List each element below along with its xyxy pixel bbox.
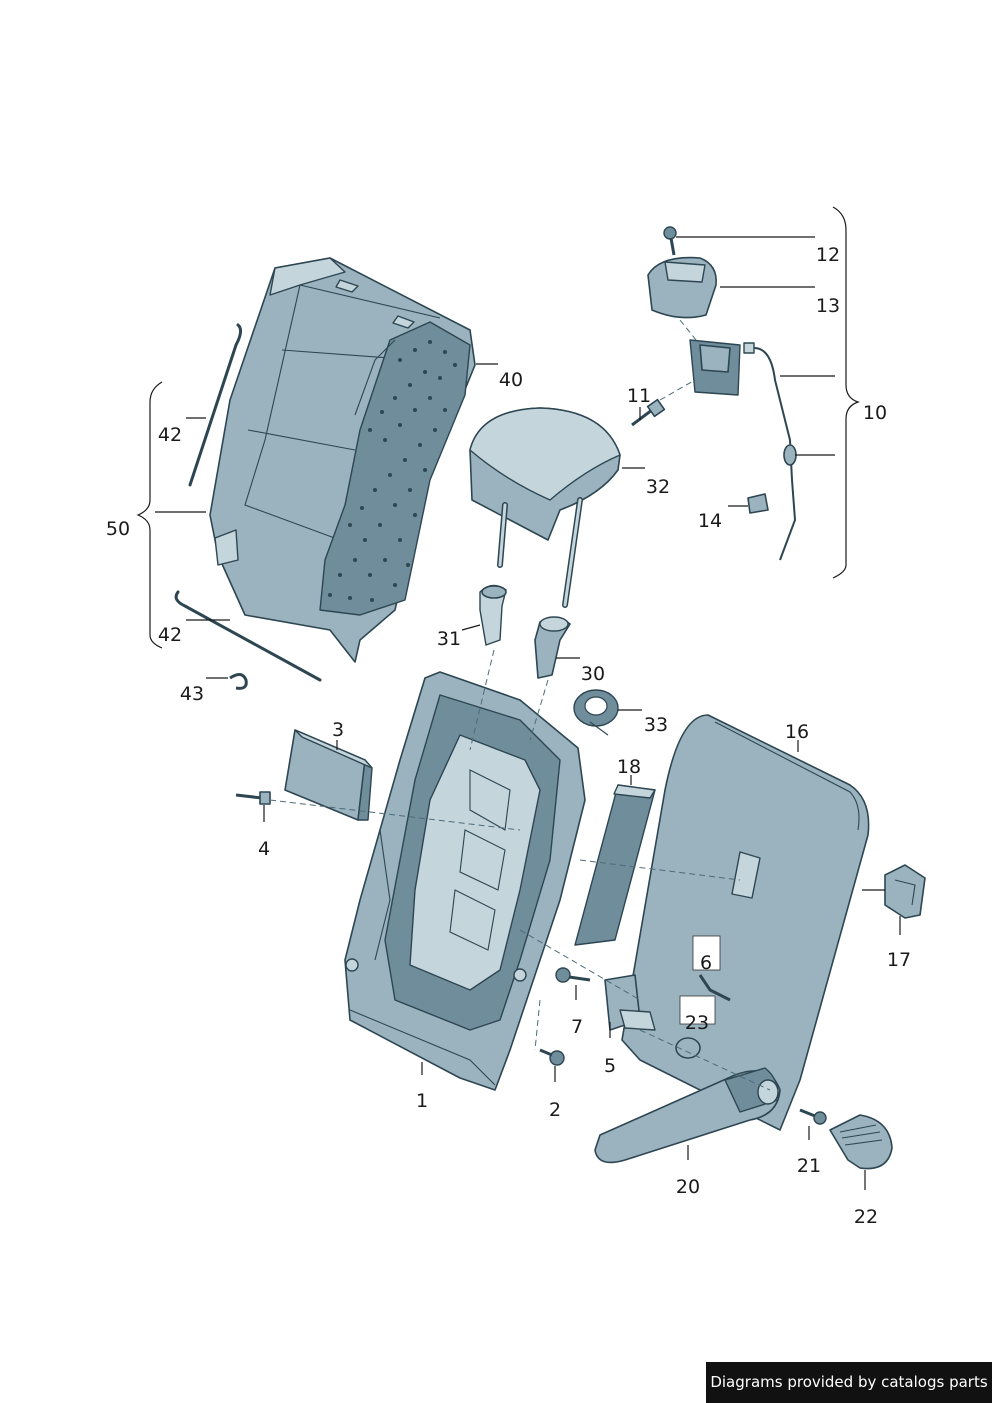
part-18-trim-strip[interactable] [574, 784, 656, 946]
callout-50: 50 [106, 518, 130, 540]
part-30-headrest-guide-locking[interactable] [534, 616, 571, 679]
part-42-upper-wire[interactable] [188, 323, 243, 487]
part-6-bolt[interactable] [692, 935, 731, 1002]
brace-group-10 [832, 206, 860, 579]
part-12-screw[interactable] [663, 226, 677, 256]
callout-42-lower: 42 [158, 624, 182, 646]
callout-30: 30 [581, 663, 605, 685]
callout-10: 10 [863, 402, 887, 424]
part-1-backrest-frame[interactable] [344, 671, 586, 1091]
part-2-screw[interactable] [539, 1048, 565, 1066]
part-42-lower-wire[interactable] [174, 590, 322, 682]
part-5-hinge-bracket[interactable] [604, 974, 656, 1031]
callout-43: 43 [180, 683, 204, 705]
callout-22: 22 [854, 1206, 878, 1228]
part-7-screw[interactable] [555, 967, 591, 983]
callout-3: 3 [332, 719, 344, 741]
callout-31: 31 [437, 628, 461, 650]
callout-32: 32 [646, 476, 670, 498]
callout-18: 18 [617, 756, 641, 778]
callout-11: 11 [627, 385, 651, 407]
brace-group-50 [136, 381, 163, 649]
part-21-screw[interactable] [799, 1108, 827, 1125]
part-13-cover[interactable] [647, 256, 717, 319]
part-10-control-unit[interactable] [689, 339, 797, 561]
callout-23: 23 [685, 1012, 709, 1034]
assembly-guide-lines [269, 319, 771, 1091]
part-4-rivet[interactable] [235, 791, 271, 805]
callout-2: 2 [549, 1099, 561, 1121]
part-32-headrest[interactable] [469, 407, 621, 608]
callout-labels: 12 13 10 11 14 40 32 42 50 42 43 31 30 3… [106, 244, 911, 1228]
callout-13: 13 [816, 295, 840, 317]
part-31-headrest-guide[interactable] [479, 584, 507, 646]
part-14-connector[interactable] [747, 493, 769, 514]
part-11-pin[interactable] [631, 398, 666, 427]
part-3-control-module[interactable] [284, 729, 373, 821]
callout-14: 14 [698, 510, 722, 532]
part-17-release-handle[interactable] [884, 864, 926, 919]
callout-17: 17 [887, 949, 911, 971]
callout-33: 33 [644, 714, 668, 736]
callout-5: 5 [604, 1055, 616, 1077]
callout-7: 7 [571, 1016, 583, 1038]
part-43-clip[interactable] [229, 673, 248, 690]
part-33-tape-roll[interactable] [573, 689, 619, 736]
part-22-cover-cap[interactable] [829, 1114, 893, 1170]
callout-21: 21 [797, 1155, 821, 1177]
callout-12: 12 [816, 244, 840, 266]
callout-1: 1 [416, 1090, 428, 1112]
callout-20: 20 [676, 1176, 700, 1198]
part-16-rear-panel[interactable] [621, 714, 870, 1131]
part-20-armrest[interactable] [594, 1067, 781, 1164]
callout-6: 6 [700, 952, 712, 974]
callout-16: 16 [785, 721, 809, 743]
part-40-backrest-cushion[interactable] [209, 257, 476, 663]
callout-4: 4 [258, 838, 270, 860]
callout-42-upper: 42 [158, 424, 182, 446]
callout-40: 40 [499, 369, 523, 391]
footer-attribution: Diagrams provided by catalogs parts [706, 1362, 992, 1403]
part-23-bushing[interactable] [675, 995, 716, 1059]
leader-lines [155, 236, 901, 1190]
